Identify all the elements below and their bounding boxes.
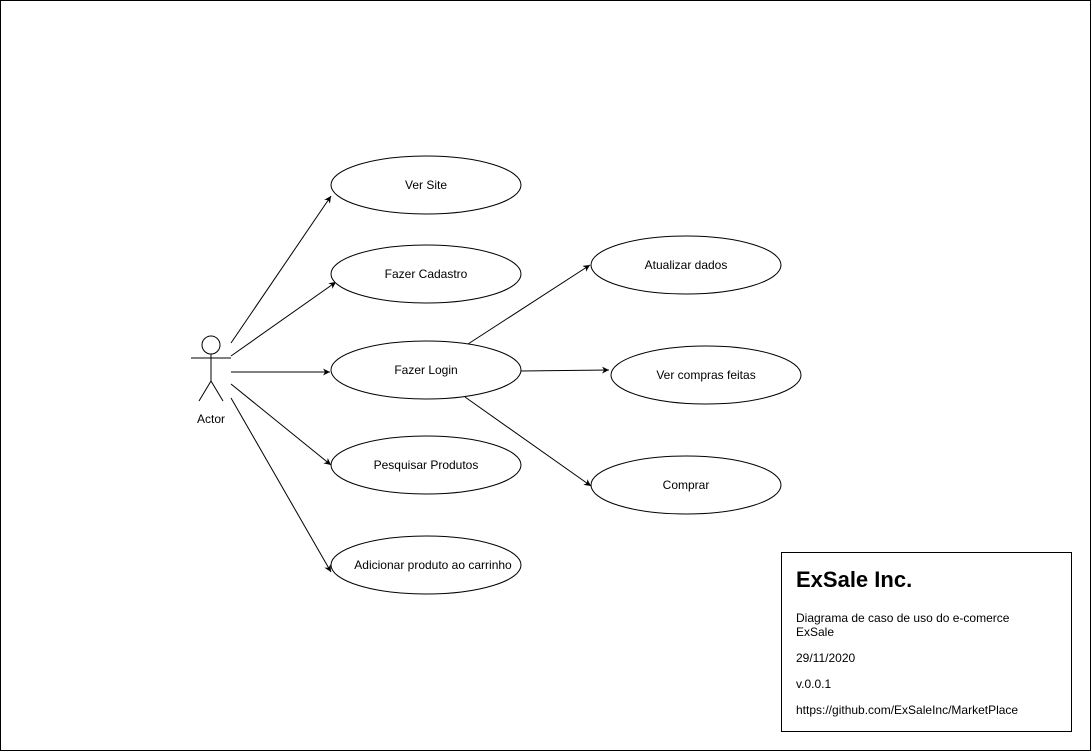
relation-login-comprar: [464, 396, 592, 487]
actor-head: [201, 335, 221, 355]
actor-figure[interactable]: Actor: [191, 335, 231, 426]
actor-right-leg: [210, 380, 224, 402]
use-case-label: Ver Site: [405, 178, 447, 192]
relation-login-ver-compras: [520, 366, 610, 374]
actor-label: Actor: [197, 412, 225, 426]
use-case-label: Adicionar produto ao carrinho: [354, 558, 512, 572]
info-box: ExSale Inc. Diagrama de caso de uso do e…: [781, 552, 1072, 732]
relation-actor-pesquisar-produtos: [230, 383, 332, 466]
use-case-ellipse: [330, 244, 522, 304]
use-case-ver-site[interactable]: Ver Site: [330, 155, 522, 215]
relation-actor-ver-site: [230, 195, 332, 344]
use-case-comprar[interactable]: Comprar: [590, 455, 782, 515]
use-case-ellipse: [610, 345, 802, 405]
use-case-pesquisar-produtos[interactable]: Pesquisar Produtos: [330, 435, 522, 495]
relation-actor-adicionar-produto: [230, 397, 332, 573]
use-case-label: Ver compras feitas: [656, 368, 755, 382]
use-case-ellipse: [590, 235, 782, 295]
relation-login-atualizar-dados: [467, 264, 591, 345]
use-case-ellipse: [590, 455, 782, 515]
use-case-atualizar-dados[interactable]: Atualizar dados: [590, 235, 782, 295]
use-case-label: Atualizar dados: [645, 258, 728, 272]
relations: [230, 195, 610, 573]
use-case-label: Fazer Login: [394, 363, 457, 377]
use-case-ver-compras[interactable]: Ver compras feitas: [610, 345, 802, 405]
actor-left-leg: [198, 380, 212, 402]
diagram-description: Diagrama de caso de uso do e-comerce ExS…: [796, 611, 1010, 639]
use-case-adicionar-produto[interactable]: Adicionar produto ao carrinho: [330, 535, 522, 595]
use-case-ellipse: [330, 535, 522, 595]
company-title: ExSale Inc.: [796, 567, 913, 592]
use-case-label: Pesquisar Produtos: [374, 458, 479, 472]
diagram-date: 29/11/2020: [796, 651, 856, 665]
use-case-fazer-login[interactable]: Fazer Login: [330, 340, 522, 400]
repository-link[interactable]: https://github.com/ExSaleInc/MarketPlace: [796, 703, 1019, 717]
use-case-fazer-cadastro[interactable]: Fazer Cadastro: [330, 244, 522, 304]
use-case-ellipse: [330, 435, 522, 495]
use-case-label: Fazer Cadastro: [385, 267, 468, 281]
use-case-ellipse: [330, 340, 522, 400]
relation-actor-fazer-cadastro: [230, 281, 337, 357]
use-case-label: Comprar: [663, 478, 710, 492]
use-case-ellipse: [330, 155, 522, 215]
diagram-version: v.0.0.1: [796, 677, 832, 691]
